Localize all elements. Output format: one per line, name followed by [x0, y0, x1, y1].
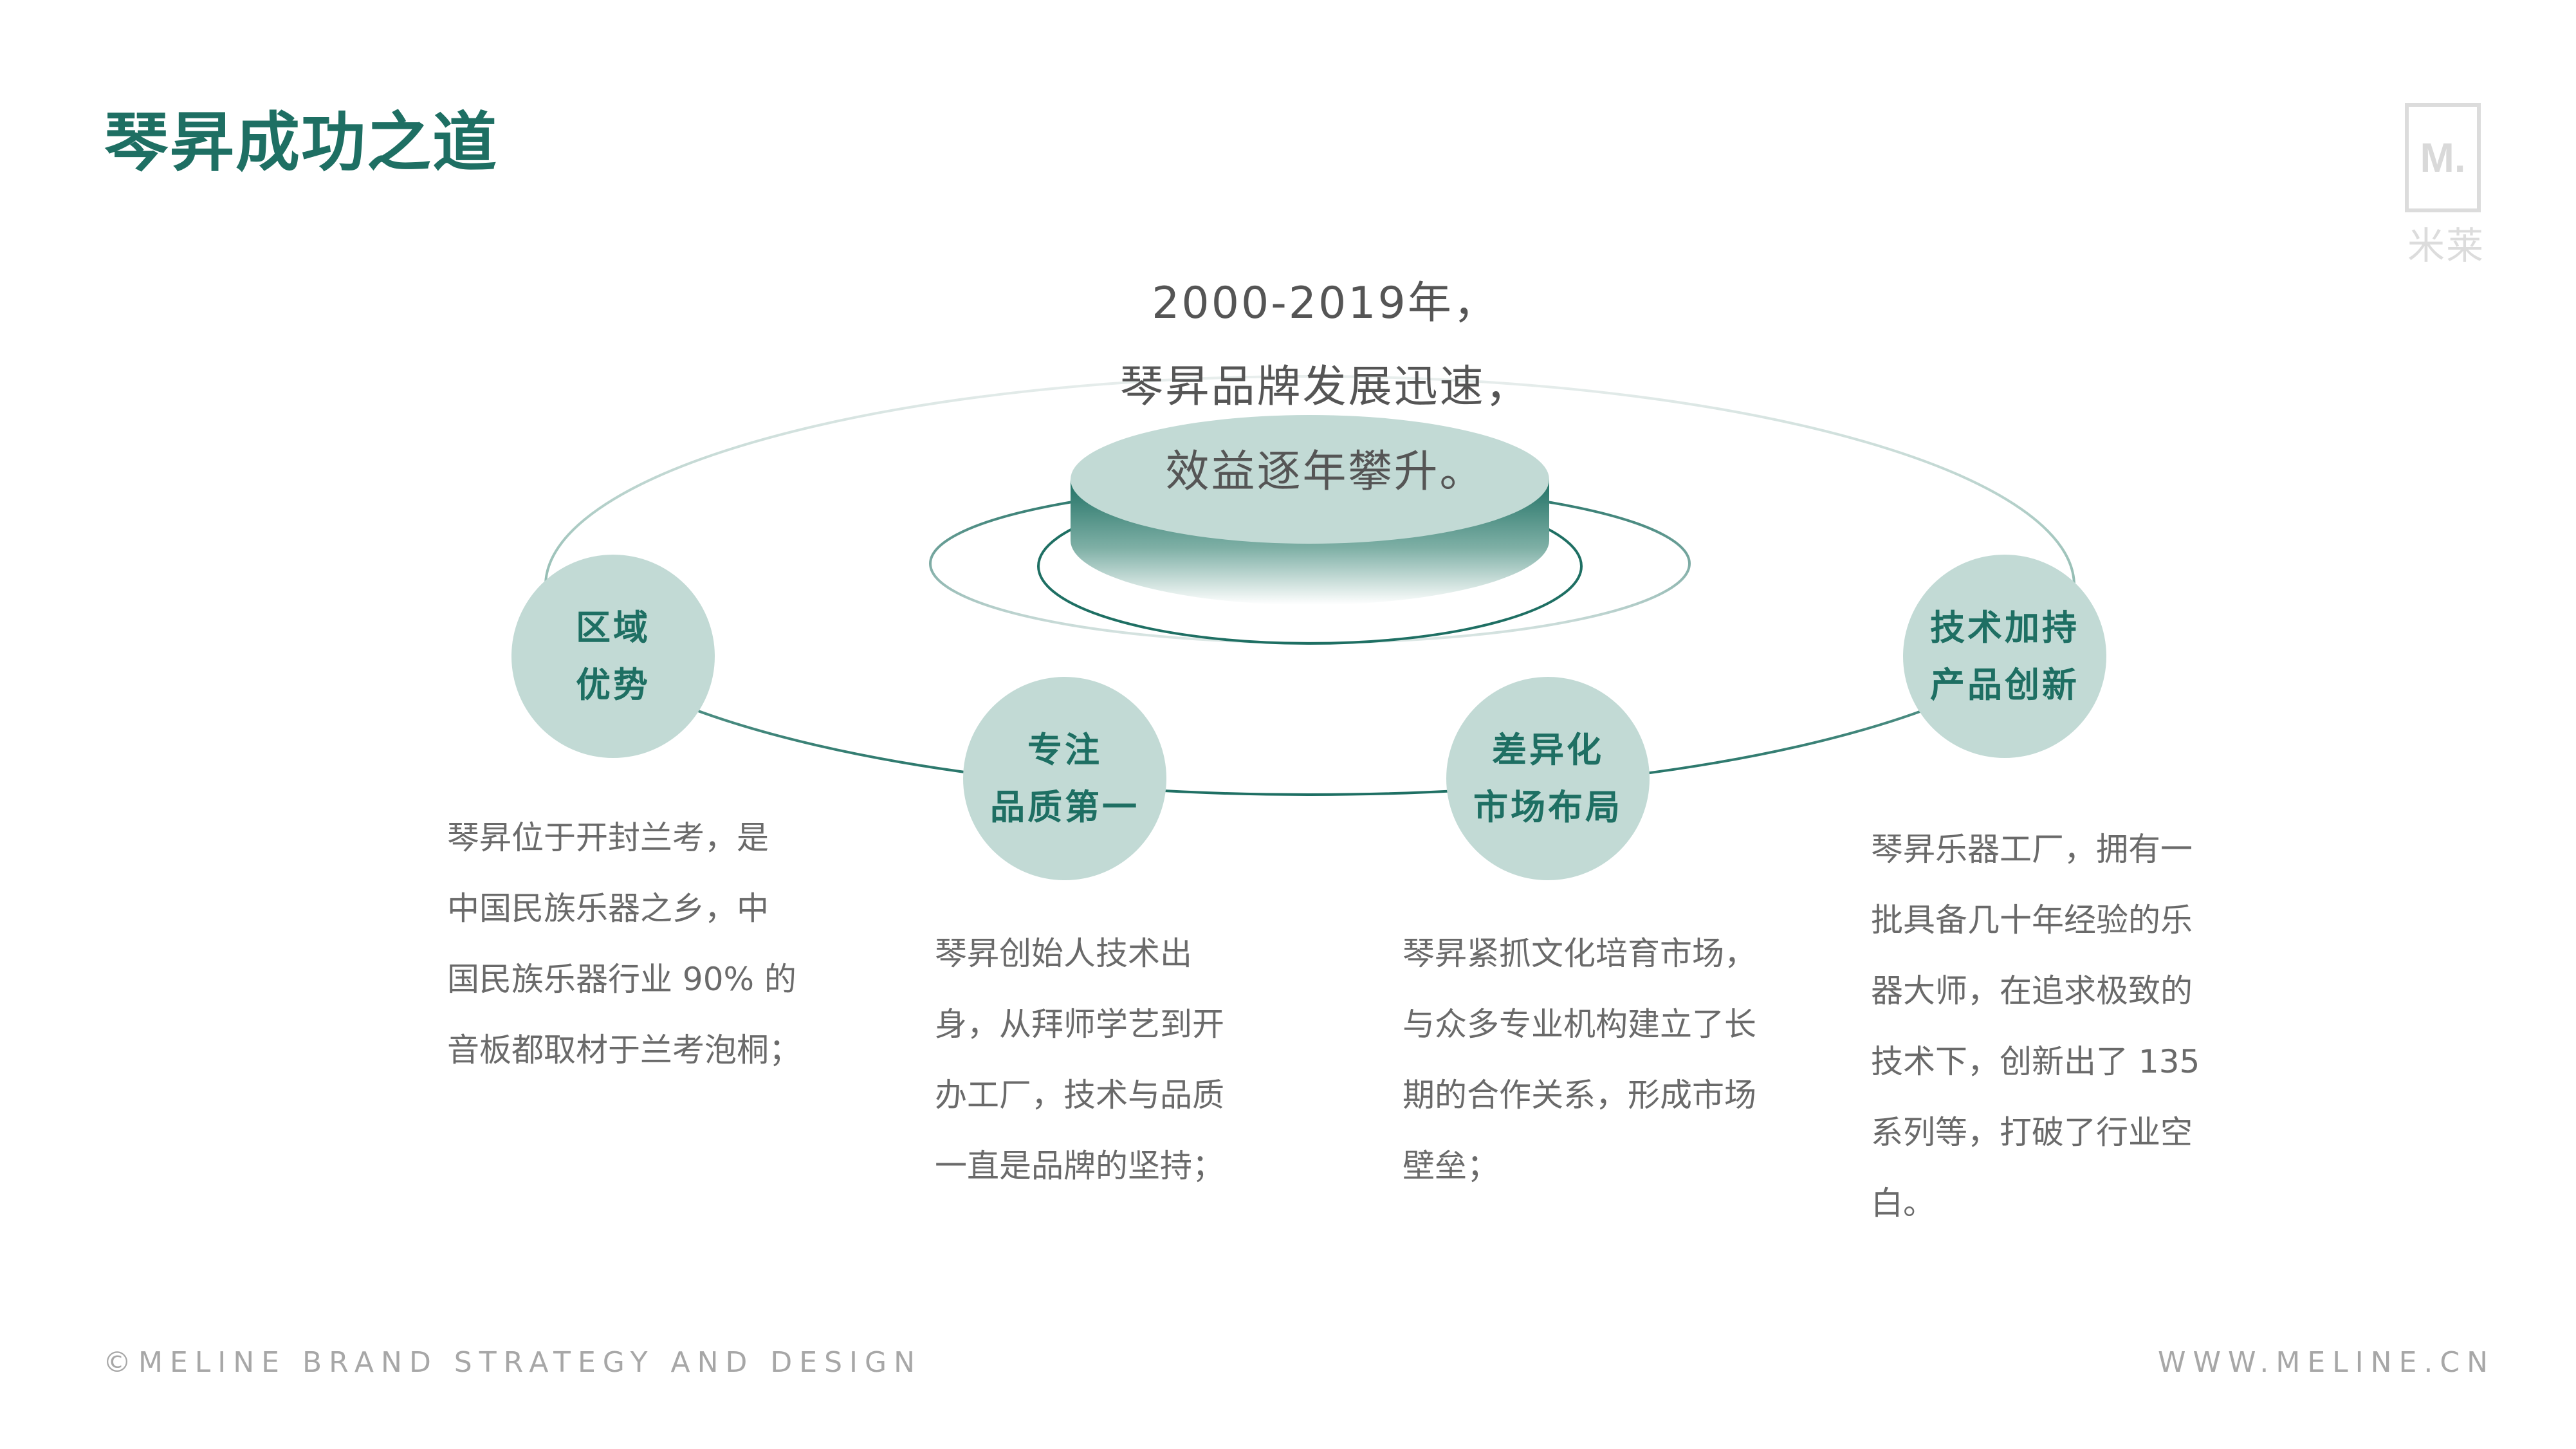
desc-line: 琴昇乐器工厂，拥有一 [1871, 831, 2193, 868]
node-tech-innovation: 技术加持 产品创新 [1903, 555, 2106, 758]
desc-line: 身，从拜师学艺到开 [935, 1006, 1224, 1043]
intro-line-1: 2000-2019年， [1152, 278, 1499, 329]
node-label: 市场布局 [1473, 787, 1623, 827]
node-label: 优势 [576, 665, 650, 705]
desc-market-layout: 琴昇紧抓文化培育市场， 与众多专业机构建立了长 期的合作关系，形成市场 壁垒； [1403, 918, 1756, 1201]
desc-line: 白。 [1871, 1185, 1935, 1222]
desc-line: 技术下，创新出了 135 [1871, 1043, 2200, 1080]
desc-line: 批具备几十年经验的乐 [1871, 901, 2193, 939]
desc-line: 琴昇紧抓文化培育市场， [1403, 935, 1756, 972]
node-regional-advantage: 区域 优势 [511, 555, 715, 758]
node-label: 产品创新 [1930, 665, 2079, 705]
page-title: 琴昇成功之道 [104, 105, 498, 180]
intro-line-3: 效益逐年攀升。 [1165, 447, 1486, 497]
node-label: 品质第一 [990, 787, 1139, 827]
cylinder-top [1071, 415, 1549, 544]
desc-line: 音板都取材于兰考泡桐； [447, 1031, 801, 1069]
footer-copyright: ©MELINE BRAND STRATEGY AND DESIGN [103, 1346, 923, 1379]
node-quality-first: 专注 品质第一 [963, 677, 1166, 880]
desc-line: 国民族乐器行业 90% 的 [447, 961, 796, 998]
desc-line: 琴昇创始人技术出 [935, 935, 1192, 972]
desc-line: 壁垒； [1403, 1147, 1499, 1185]
desc-regional-advantage: 琴昇位于开封兰考，是 中国民族乐器之乡，中 国民族乐器行业 90% 的 音板都取… [447, 802, 801, 1085]
node-market-layout: 差异化 市场布局 [1446, 677, 1650, 880]
logo-mark: M. [2405, 103, 2481, 212]
intro-line-2: 琴昇品牌发展迅速， [1119, 362, 1531, 412]
desc-line: 期的合作关系，形成市场 [1403, 1076, 1756, 1114]
node-label: 技术加持 [1930, 607, 2079, 648]
desc-quality-first: 琴昇创始人技术出 身，从拜师学艺到开 办工厂，技术与品质 一直是品牌的坚持； [935, 918, 1224, 1201]
desc-line: 中国民族乐器之乡，中 [447, 890, 769, 927]
desc-line: 一直是品牌的坚持； [935, 1147, 1224, 1185]
desc-line: 办工厂，技术与品质 [935, 1076, 1224, 1114]
desc-line: 器大师，在追求极致的 [1871, 972, 2193, 1010]
node-label: 差异化 [1492, 729, 1604, 770]
desc-line: 系列等，打破了行业空 [1871, 1114, 2193, 1151]
node-label: 区域 [576, 607, 650, 648]
desc-line: 与众多专业机构建立了长 [1403, 1006, 1756, 1043]
footer-website: WWW.MELINE.CN [2157, 1346, 2495, 1379]
node-label: 专注 [1027, 729, 1102, 770]
desc-line: 琴昇位于开封兰考，是 [447, 819, 769, 856]
meline-logo: M. 米莱 [2405, 103, 2487, 268]
desc-tech-innovation: 琴昇乐器工厂，拥有一 批具备几十年经验的乐 器大师，在追求极致的 技术下，创新出… [1871, 814, 2200, 1239]
logo-name: 米莱 [2407, 224, 2485, 268]
